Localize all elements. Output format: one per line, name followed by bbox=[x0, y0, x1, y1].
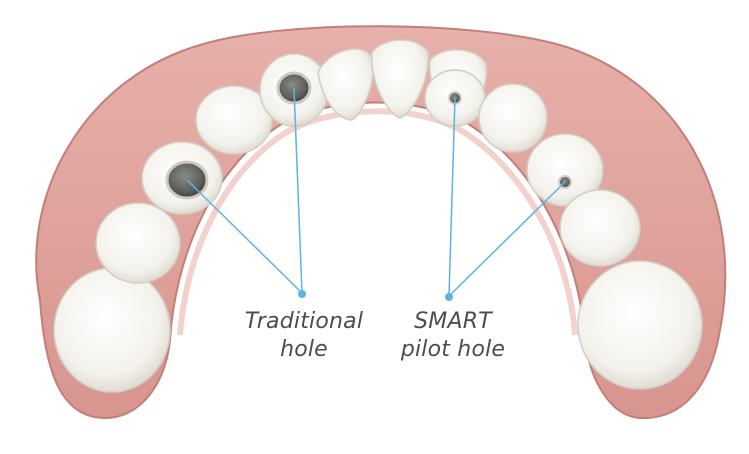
leader-dot-traditional bbox=[298, 290, 306, 298]
gum-inner-rim bbox=[177, 108, 578, 336]
tooth-right-premolar-1 bbox=[526, 133, 604, 207]
tooth-left-premolar-2 bbox=[195, 85, 273, 155]
leader-lines bbox=[186, 87, 566, 297]
leader-smart-premolar bbox=[448, 181, 566, 297]
tooth-right-premolar-2 bbox=[559, 189, 641, 267]
tooth-left-molar-back bbox=[53, 267, 171, 393]
tooth-right-canine bbox=[478, 83, 548, 153]
label-smart-line2: pilot hole bbox=[400, 337, 506, 362]
label-traditional-line1: Traditional bbox=[244, 309, 364, 334]
leader-smart-incisor bbox=[448, 97, 456, 297]
tooth-left-molar-2 bbox=[95, 202, 181, 284]
leader-traditional-canine bbox=[293, 87, 303, 294]
leader-dot-smart bbox=[445, 293, 453, 301]
label-smart-line1: SMART bbox=[414, 309, 492, 334]
teeth bbox=[53, 39, 703, 393]
tooth-right-molar-back bbox=[577, 260, 703, 390]
leader-traditional-left bbox=[186, 179, 303, 294]
label-smart-pilot-hole: SMART pilot hole bbox=[378, 308, 528, 364]
tooth-left-incisor-central bbox=[371, 39, 429, 119]
label-traditional-line2: hole bbox=[280, 337, 328, 362]
tooth-left-incisor-lateral bbox=[317, 48, 374, 121]
label-traditional-hole: Traditional hole bbox=[224, 308, 384, 364]
